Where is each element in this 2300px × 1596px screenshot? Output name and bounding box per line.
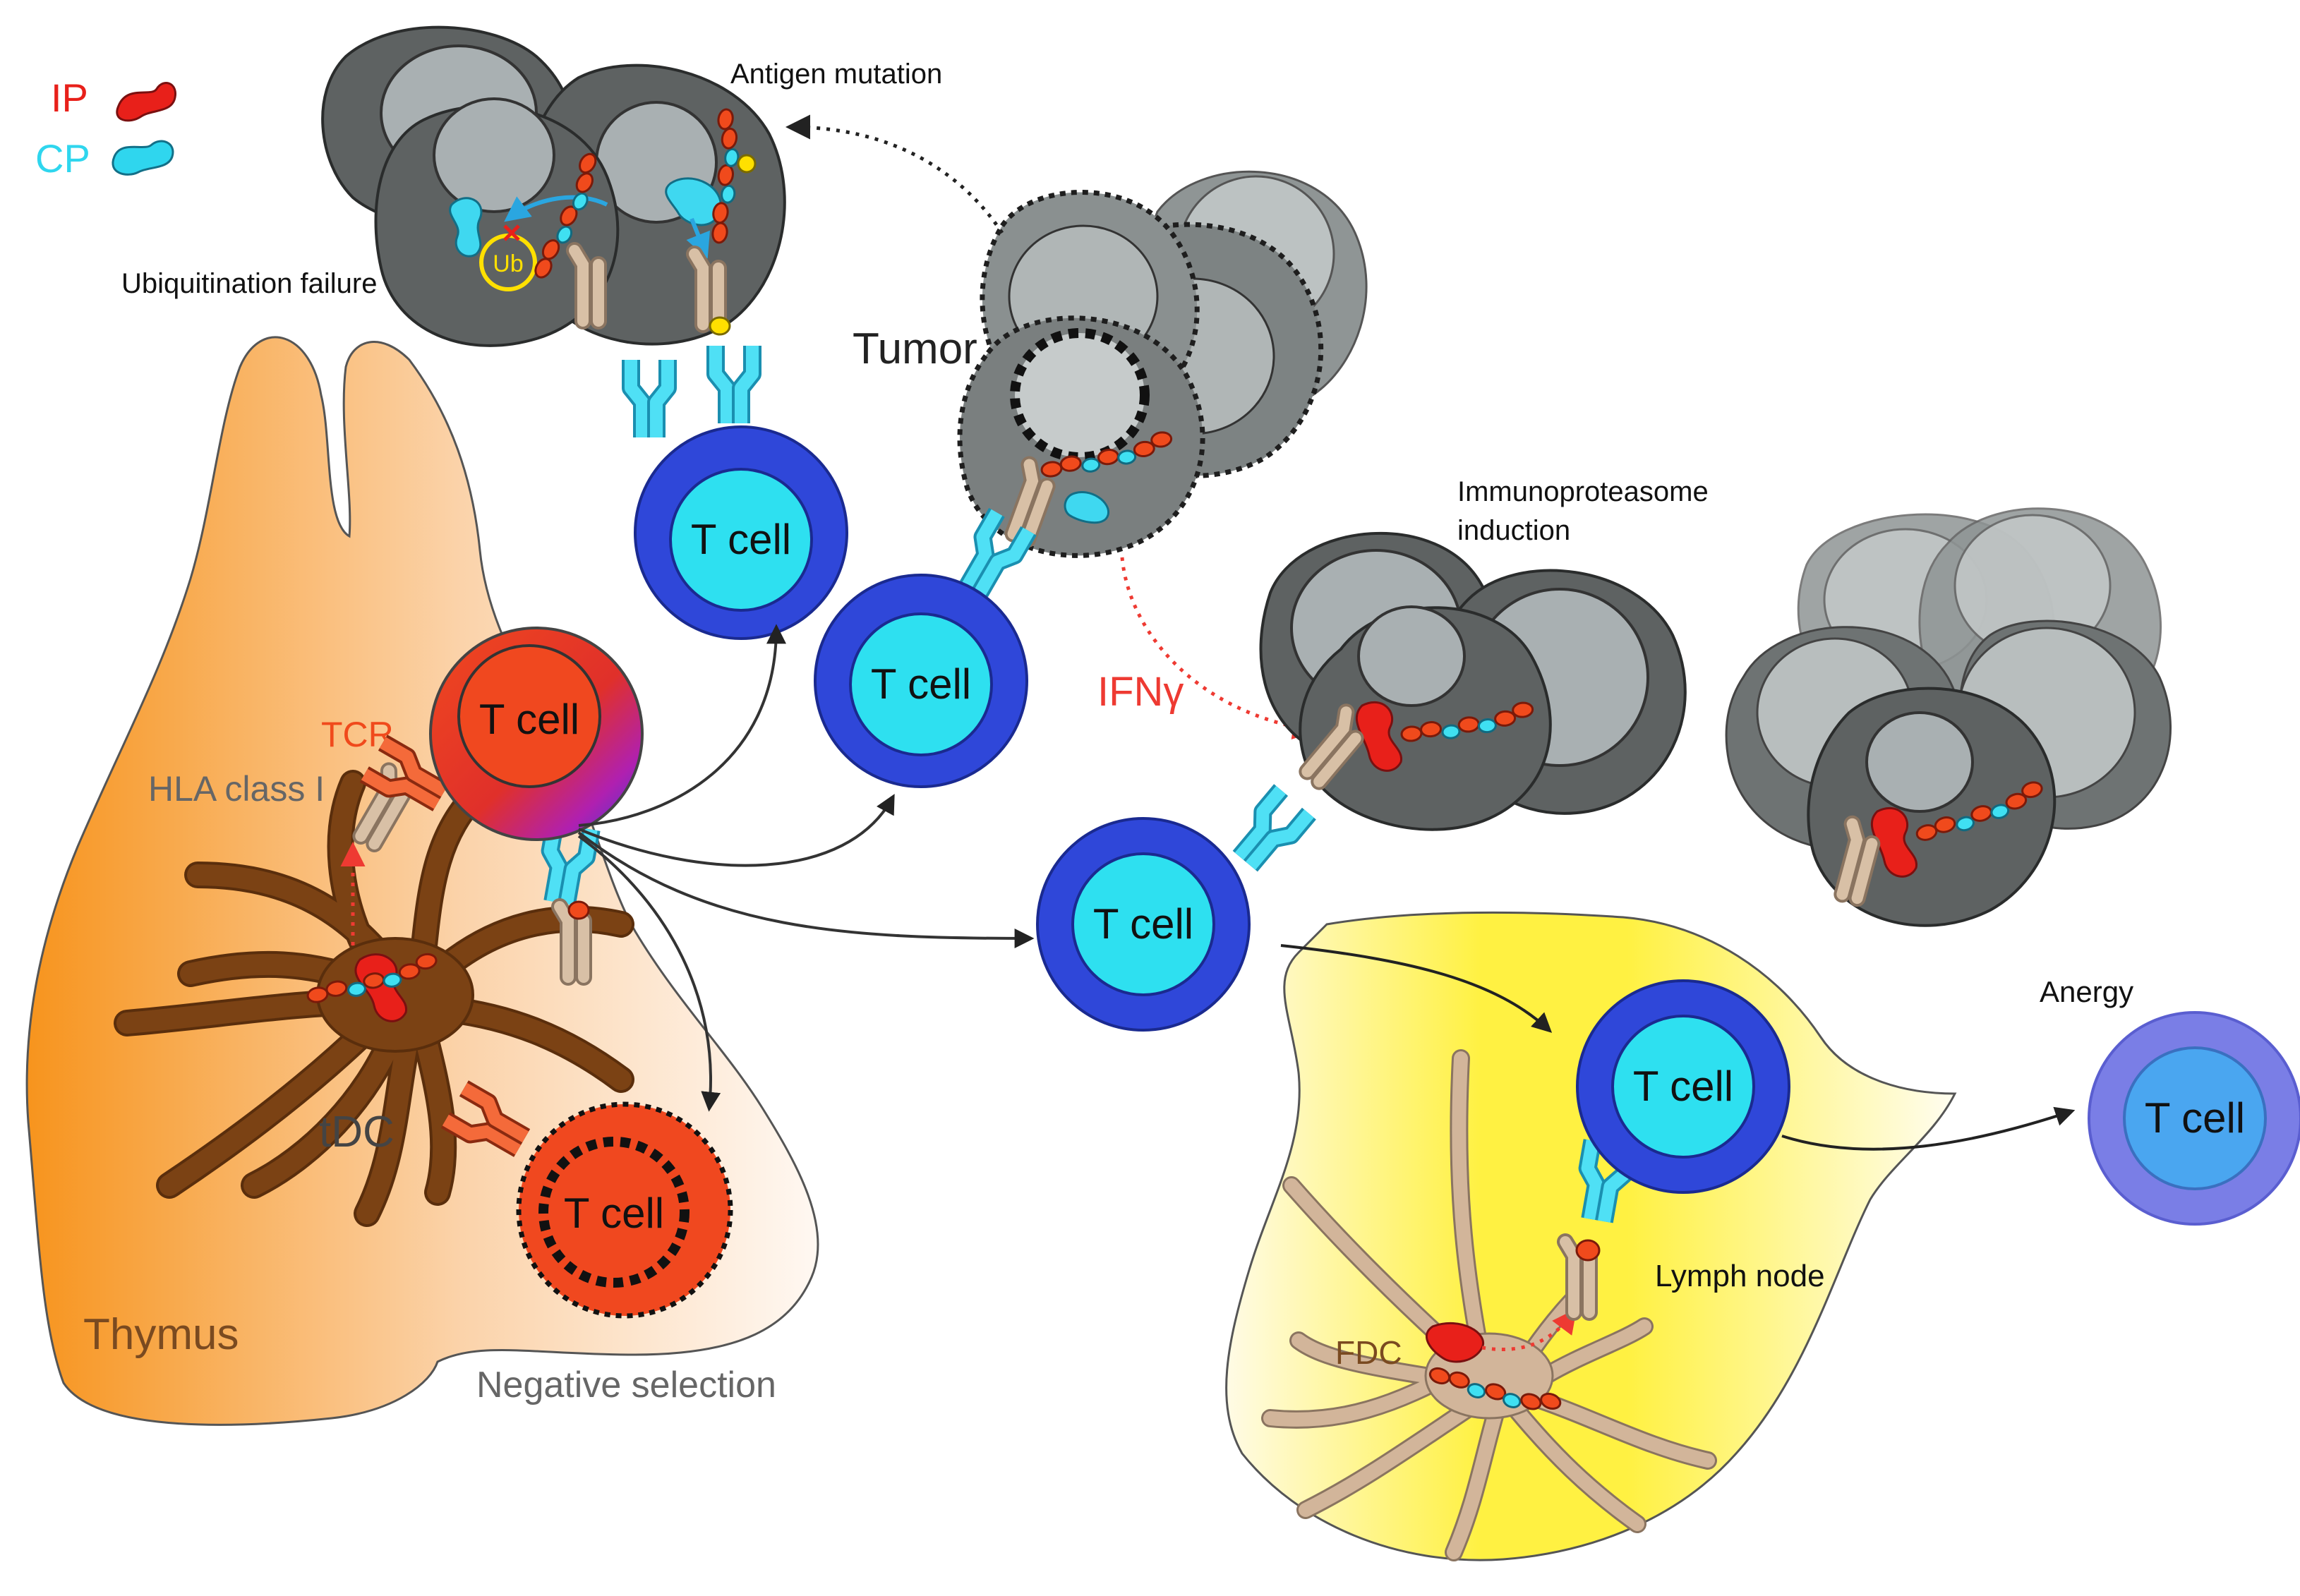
- ip-proteasome-icon: [116, 82, 176, 122]
- t-cell-thymic: T cell: [359, 627, 644, 906]
- ubiquitination-failure-label: Ubiquitination failure: [121, 268, 377, 299]
- fdc-label: FDC: [1335, 1334, 1402, 1371]
- ifn-arrow: [1120, 557, 1318, 739]
- tumor-cells-escape: Ub: [321, 25, 786, 347]
- t-cell-negative-selection: T cell: [440, 1080, 733, 1319]
- tumor-label: Tumor: [853, 325, 977, 373]
- ub-label: Ub: [493, 250, 523, 277]
- t-cell-escape: T cell: [631, 346, 848, 640]
- t-cell-label: T cell: [564, 1190, 664, 1237]
- thymic-dendritic-cell: [114, 770, 634, 1227]
- tdc-label: tDC: [319, 1108, 395, 1156]
- t-cell-label: T cell: [2145, 1094, 2245, 1142]
- t-cell-label: T cell: [691, 516, 791, 563]
- flow-arrows: [1280, 944, 2076, 1151]
- follicular-dendritic-cell: [1261, 1049, 1717, 1561]
- ifn-label: IFNγ: [1097, 669, 1184, 715]
- thymus-label: Thymus: [83, 1310, 239, 1359]
- t-cell-label: T cell: [871, 660, 971, 708]
- legend-cp-label: CP: [35, 136, 90, 181]
- immunoproteasome-label-1: Immunoproteasome: [1457, 476, 1709, 507]
- antigen-mutation-arrow: [785, 114, 1004, 234]
- t-cell-label: T cell: [479, 696, 579, 743]
- immunoproteasome-label-2: induction: [1457, 515, 1570, 546]
- tumor-cells-right: [1725, 507, 2172, 927]
- t-cell-lymph-node: T cell: [1577, 979, 1790, 1223]
- thymic-export-arrows: [577, 624, 1035, 1112]
- legend-ip-label: IP: [51, 75, 88, 120]
- t-cell-label: T cell: [1093, 900, 1193, 948]
- antigen-mutation-label: Antigen mutation: [730, 59, 942, 90]
- negative-selection-label: Negative selection: [476, 1365, 776, 1405]
- anergy-label: Anergy: [2040, 975, 2133, 1008]
- cp-proteasome-icon: [112, 140, 174, 176]
- tumor-cells-ifn: [1259, 531, 1687, 831]
- hla-label: HLA class I: [148, 769, 325, 809]
- t-cell-center: T cell: [1036, 790, 1309, 1032]
- t-cell-label: T cell: [1633, 1063, 1733, 1110]
- tumor-cluster: [957, 170, 1368, 558]
- lymph-node-label: Lymph node: [1655, 1259, 1825, 1293]
- t-cell-tumor: T cell: [814, 512, 1029, 788]
- t-cell-anergic: T cell: [2088, 1011, 2300, 1226]
